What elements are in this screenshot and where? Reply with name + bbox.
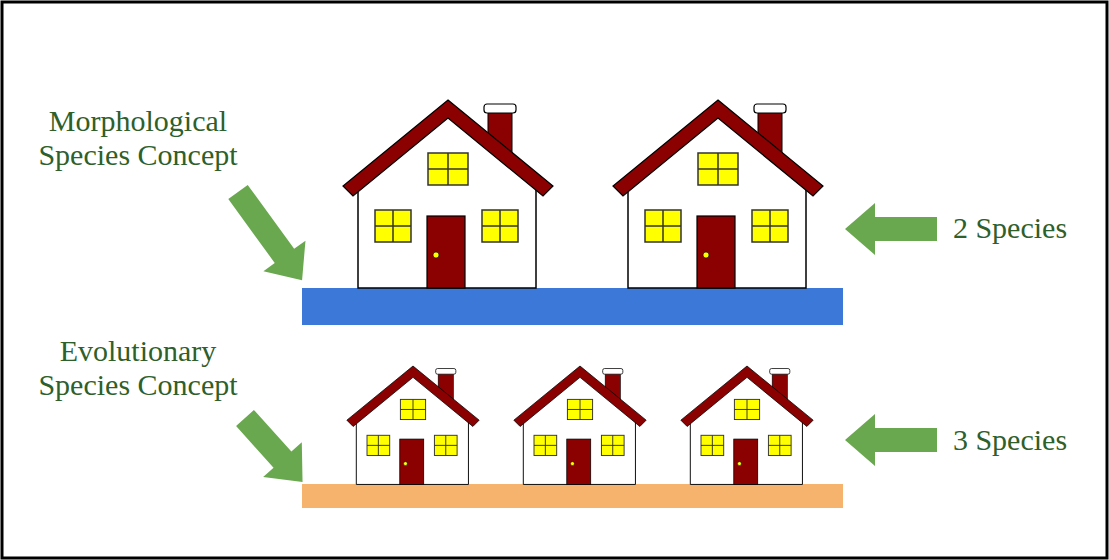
species-count: 2 Species	[930, 211, 1090, 245]
species-count: 3 Species	[930, 423, 1090, 457]
orange-band	[302, 484, 843, 508]
large-house	[613, 100, 823, 288]
small-house	[347, 366, 479, 484]
concept-label: Evolutionary Species Concept	[18, 334, 258, 402]
small-house	[514, 366, 646, 484]
green-arrow	[845, 414, 937, 466]
green-arrow	[217, 177, 323, 296]
green-arrow	[226, 401, 322, 500]
small-house	[681, 366, 813, 484]
blue-band	[302, 288, 843, 325]
concept-label: Morphological Species Concept	[18, 104, 258, 172]
large-house	[343, 100, 553, 288]
green-arrow	[845, 203, 937, 255]
